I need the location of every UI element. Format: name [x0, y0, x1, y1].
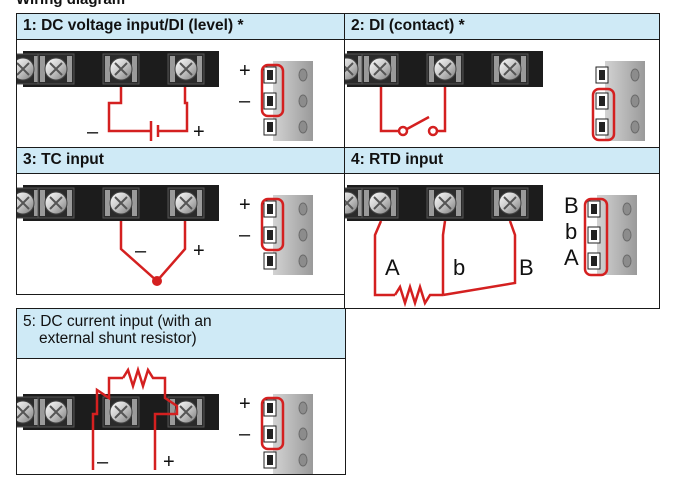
thermocouple-junction: [152, 276, 162, 286]
terminal-label-minus: –: [239, 90, 251, 112]
shunt-resistor-wire: [91, 365, 179, 470]
terminal-label-minus: –: [239, 423, 251, 445]
terminal-highlight: [591, 87, 616, 142]
wiring-diagram-dc-current: – + + –: [17, 365, 314, 475]
terminal-highlight: [260, 63, 285, 118]
panel-title: 1: DC voltage input/DI (level) *: [17, 14, 345, 40]
terminal-label-b: B: [564, 193, 579, 218]
wiring-diagram-rtd: A b B B b A: [345, 184, 638, 307]
terminal-highlight: [260, 197, 285, 252]
panel-title: 4: RTD input: [345, 148, 659, 174]
panel-dc-current-input: 5: DC current input (with an external sh…: [16, 308, 346, 475]
terminal-label-plus: +: [239, 393, 251, 415]
thermocouple-wire: [119, 221, 187, 283]
terminal-label-plus: +: [239, 194, 251, 216]
terminal-label-plus: +: [239, 60, 251, 82]
rtd-wires: [373, 220, 517, 307]
terminal-highlight: [260, 396, 285, 451]
wire-label-a: A: [385, 255, 400, 280]
wire-label-minus: –: [87, 121, 99, 143]
wiring-diagram-dc-voltage: – + + –: [17, 50, 314, 143]
panel-title: 2: DI (contact) *: [345, 14, 659, 40]
wiring-diagram-di-contact: [345, 50, 646, 142]
terminal-label-a: A: [564, 245, 579, 270]
wire-label-plus: +: [193, 240, 205, 262]
wire-label-minus: –: [135, 240, 147, 262]
wire-label-b-small: b: [453, 255, 465, 280]
wire-label-plus: +: [163, 451, 175, 473]
terminal-label-minus: –: [239, 224, 251, 246]
terminal-label-b-small: b: [565, 219, 577, 244]
panel-di-contact: 2: DI (contact) *: [344, 13, 660, 148]
switch-contact-wire: [379, 87, 447, 137]
page-title: Wiring diagram: [16, 0, 125, 8]
panel-title-line1: 5: DC current input (with an: [23, 313, 212, 330]
panel-title: 5: DC current input (with an external sh…: [17, 309, 345, 359]
wire-label-minus: –: [97, 451, 109, 473]
wire-label-plus: +: [193, 121, 205, 143]
panel-title-line2: external shunt resistor): [39, 330, 197, 347]
terminal-highlight: [583, 197, 609, 277]
battery-symbol-wire: [107, 87, 189, 141]
wiring-diagram-tc: – + + –: [17, 184, 314, 286]
panel-tc-input: 3: TC input – + + –: [16, 147, 346, 295]
panel-rtd-input: 4: RTD input A b B B b A: [344, 147, 660, 309]
wire-label-b: B: [519, 255, 534, 280]
panel-dc-voltage-input: 1: DC voltage input/DI (level) * – + + –: [16, 13, 346, 148]
panel-title: 3: TC input: [17, 148, 345, 174]
